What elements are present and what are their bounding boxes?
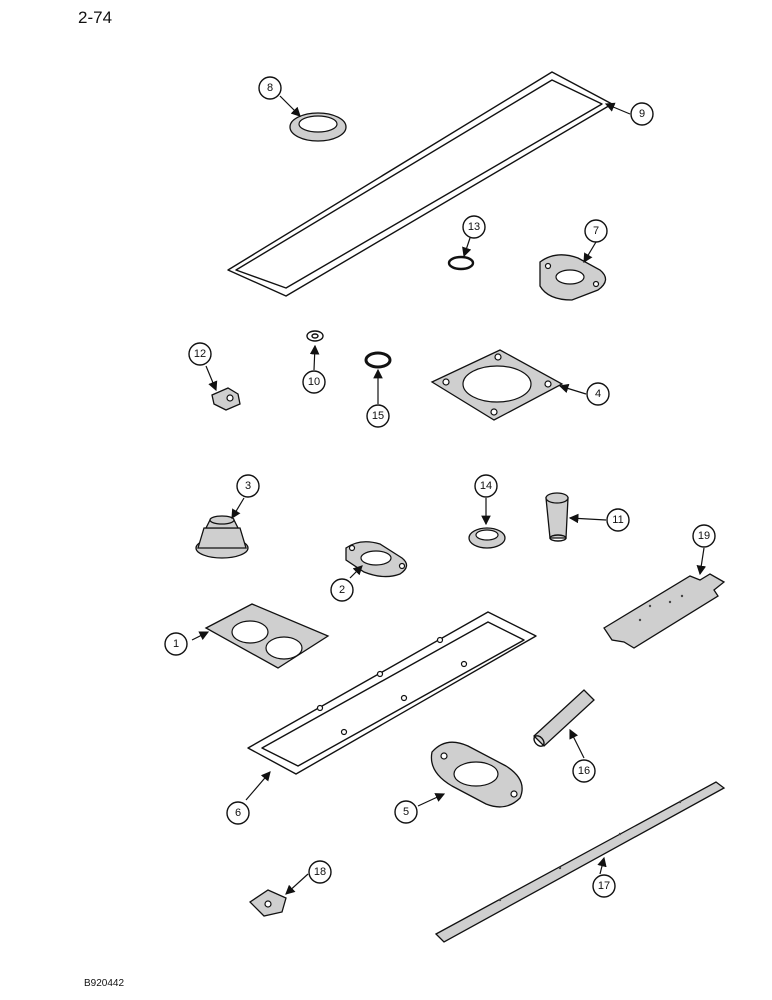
callout-18: 18	[308, 860, 332, 884]
svg-text:12: 12	[194, 348, 206, 360]
part-16-pin	[533, 689, 595, 747]
svg-text:8: 8	[267, 82, 273, 94]
svg-text:16: 16	[578, 765, 590, 777]
page-number: 2-74	[78, 8, 113, 27]
part-7-flange-gasket	[539, 254, 607, 301]
callout-6: 6	[226, 801, 250, 825]
callout-3: 3	[236, 474, 260, 498]
svg-text:13: 13	[468, 221, 480, 233]
callout-10: 10	[302, 370, 326, 394]
callout-4: 4	[586, 382, 610, 406]
part-2-gasket	[345, 541, 408, 578]
part-13-o-ring	[447, 255, 475, 271]
svg-text:17: 17	[598, 880, 610, 892]
part-15-seal-ring	[364, 351, 392, 369]
callout-15: 15	[366, 404, 390, 428]
callout-17: 17	[592, 874, 616, 898]
callout-11: 11	[606, 508, 630, 532]
svg-text:19: 19	[698, 530, 710, 542]
part-17-strip	[434, 781, 726, 943]
leader-lines	[191, 95, 707, 895]
svg-text:15: 15	[372, 410, 384, 422]
svg-text:2: 2	[339, 584, 345, 596]
figure-code: B920442	[84, 978, 125, 989]
part-5-flange-gasket	[430, 741, 523, 808]
svg-text:4: 4	[595, 388, 601, 400]
part-6-manifold-gasket	[247, 611, 537, 775]
part-18-bracket	[248, 889, 287, 917]
part-10-washer	[306, 330, 324, 342]
part-3-grommet	[195, 515, 249, 559]
part-19-plate	[603, 573, 726, 649]
part-8-ring-seal	[289, 112, 347, 142]
svg-text:7: 7	[593, 225, 599, 237]
svg-text:10: 10	[308, 376, 320, 388]
callout-8: 8	[258, 76, 282, 100]
svg-text:18: 18	[314, 866, 326, 878]
svg-text:5: 5	[403, 806, 409, 818]
callout-16: 16	[572, 759, 596, 783]
part-1-gasket	[204, 603, 330, 669]
svg-text:9: 9	[639, 108, 645, 120]
svg-text:14: 14	[480, 480, 492, 492]
svg-text:11: 11	[612, 514, 623, 526]
part-11-sleeve	[545, 492, 569, 542]
svg-text:1: 1	[173, 638, 179, 650]
callout-1: 1	[164, 632, 188, 656]
part-4-square-gasket	[430, 349, 564, 421]
svg-text:6: 6	[235, 807, 241, 819]
callout-2: 2	[330, 578, 354, 602]
part-14-ring	[468, 527, 506, 549]
callout-19: 19	[692, 524, 716, 548]
callout-7: 7	[584, 219, 608, 243]
callout-14: 14	[474, 474, 498, 498]
callout-5: 5	[394, 800, 418, 824]
callout-12: 12	[188, 342, 212, 366]
part-12-clip	[211, 387, 241, 411]
callout-9: 9	[630, 102, 654, 126]
callout-13: 13	[462, 215, 486, 239]
svg-text:3: 3	[245, 480, 251, 492]
